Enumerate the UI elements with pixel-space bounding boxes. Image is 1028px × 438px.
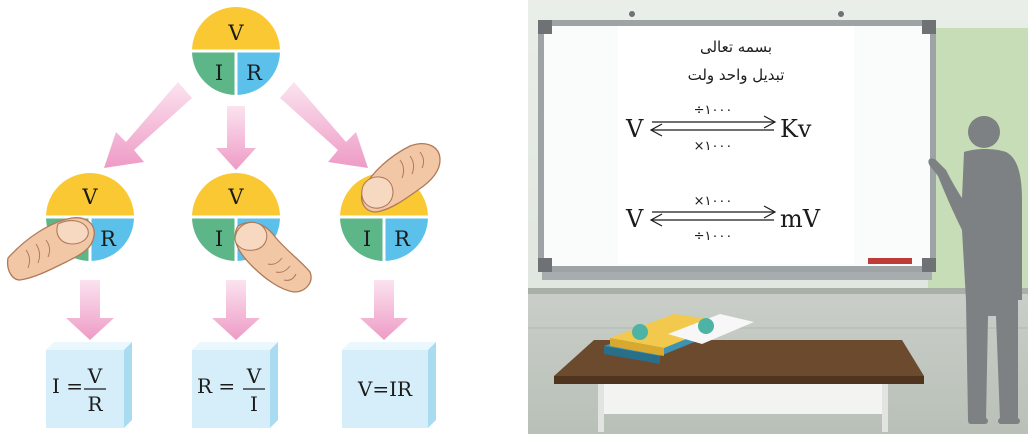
conv2-right-unit: mV <box>780 205 821 233</box>
formula-box-3: V=IR <box>342 342 436 428</box>
circle3-r-label: R <box>394 227 411 251</box>
formula2-denominator: I <box>250 392 258 416</box>
arrow-down-middle <box>212 280 260 340</box>
board-line-2: تبدیل واحد ولت <box>688 66 785 84</box>
formula3-text: V=IR <box>357 377 413 401</box>
top-r-label: R <box>246 61 263 85</box>
board-line-1: بسمه تعالی <box>700 38 772 56</box>
conv2-top-op: ×۱۰۰۰ <box>694 194 733 209</box>
formula-box-1: I = V R <box>46 342 132 428</box>
classroom-svg: بسمه تعالی تبدیل واحد ولت V ÷۱۰۰۰ ×۱۰۰۰ … <box>528 0 1028 434</box>
arrow-top-middle <box>216 106 256 170</box>
conv1-bottom-op: ×۱۰۰۰ <box>694 139 733 154</box>
conv1-left-unit: V <box>625 115 644 143</box>
arrow-top-right <box>280 82 368 168</box>
ohms-law-diagram: V I R V I R V I R V I R <box>0 0 500 434</box>
ohms-law-circle-top: V I R <box>190 7 282 96</box>
formula2-numerator: V <box>246 364 262 388</box>
top-i-label: I <box>215 61 223 85</box>
classroom-scene: بسمه تعالی تبدیل واحد ولت V ÷۱۰۰۰ ×۱۰۰۰ … <box>528 0 1028 434</box>
circle2-v-label: V <box>227 185 244 209</box>
formula1-denominator: R <box>87 392 103 416</box>
thumb-icon-right <box>362 144 440 212</box>
arrow-down-left <box>66 280 114 340</box>
formula1-lhs: I = <box>52 374 83 398</box>
marker <box>868 258 912 264</box>
ohms-law-svg: V I R V I R V I R V I R <box>0 0 500 434</box>
circle1-r-label: R <box>100 227 117 251</box>
conv1-top-op: ÷۱۰۰۰ <box>694 103 733 118</box>
conv2-bottom-op: ÷۱۰۰۰ <box>694 229 733 244</box>
conv1-right-unit: Kv <box>780 115 812 143</box>
formula-box-2: R = V I <box>192 342 278 428</box>
arrow-down-right <box>360 280 408 340</box>
top-v-label: V <box>227 21 244 45</box>
conv2-left-unit: V <box>625 205 644 233</box>
arrow-top-left <box>104 82 192 168</box>
circle3-i-label: I <box>363 227 371 251</box>
circle1-v-label: V <box>81 185 98 209</box>
formula2-lhs: R = <box>197 374 235 398</box>
circle2-i-label: I <box>215 227 223 251</box>
formula1-numerator: V <box>87 364 103 388</box>
thumb-icon-left <box>8 218 95 280</box>
